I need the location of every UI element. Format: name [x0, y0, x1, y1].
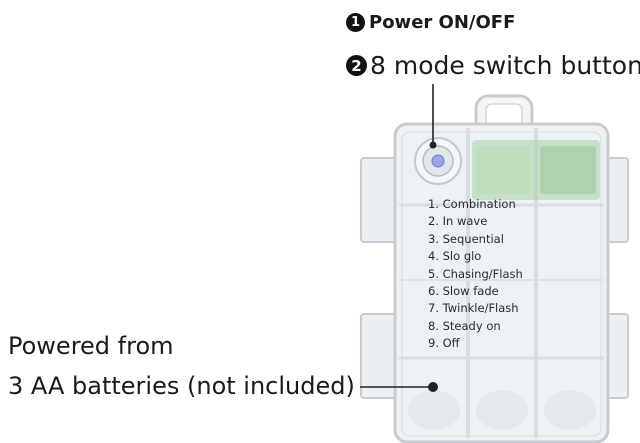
battery-end — [408, 390, 460, 430]
battery-note-line-1: Powered from — [8, 332, 174, 360]
mode-item: 5. Chasing/Flash — [428, 266, 523, 281]
mode-item: 7. Twinkle/Flash — [428, 301, 519, 316]
callout-number-badge: 1 — [346, 13, 365, 32]
left-clip-top — [360, 157, 398, 243]
mode-item: 3. Sequential — [428, 231, 504, 246]
power-callout-label: Power ON/OFF — [369, 12, 516, 33]
mode-item: 1. Combination — [428, 197, 516, 211]
mode-item: 4. Slo glo — [428, 249, 482, 264]
switch-button-icon — [431, 154, 445, 168]
callout-number-badge: 2 — [346, 55, 367, 76]
power-callout: 1 Power ON/OFF — [346, 12, 515, 33]
mode-item: 8. Steady on — [428, 318, 501, 333]
left-clip-bottom — [360, 313, 398, 399]
mode-item: 2. In wave — [428, 214, 488, 229]
mode-list: 1. Combination 2. In wave 3. Sequential … — [428, 196, 523, 353]
mode-callout: 2 8 mode switch button — [346, 51, 640, 80]
mode-item: 9. Off — [428, 336, 460, 351]
battery-note-line-2: 3 AA batteries (not included) — [8, 372, 355, 400]
mode-callout-label: 8 mode switch button — [370, 51, 640, 80]
mode-item: 6. Slow fade — [428, 284, 499, 299]
